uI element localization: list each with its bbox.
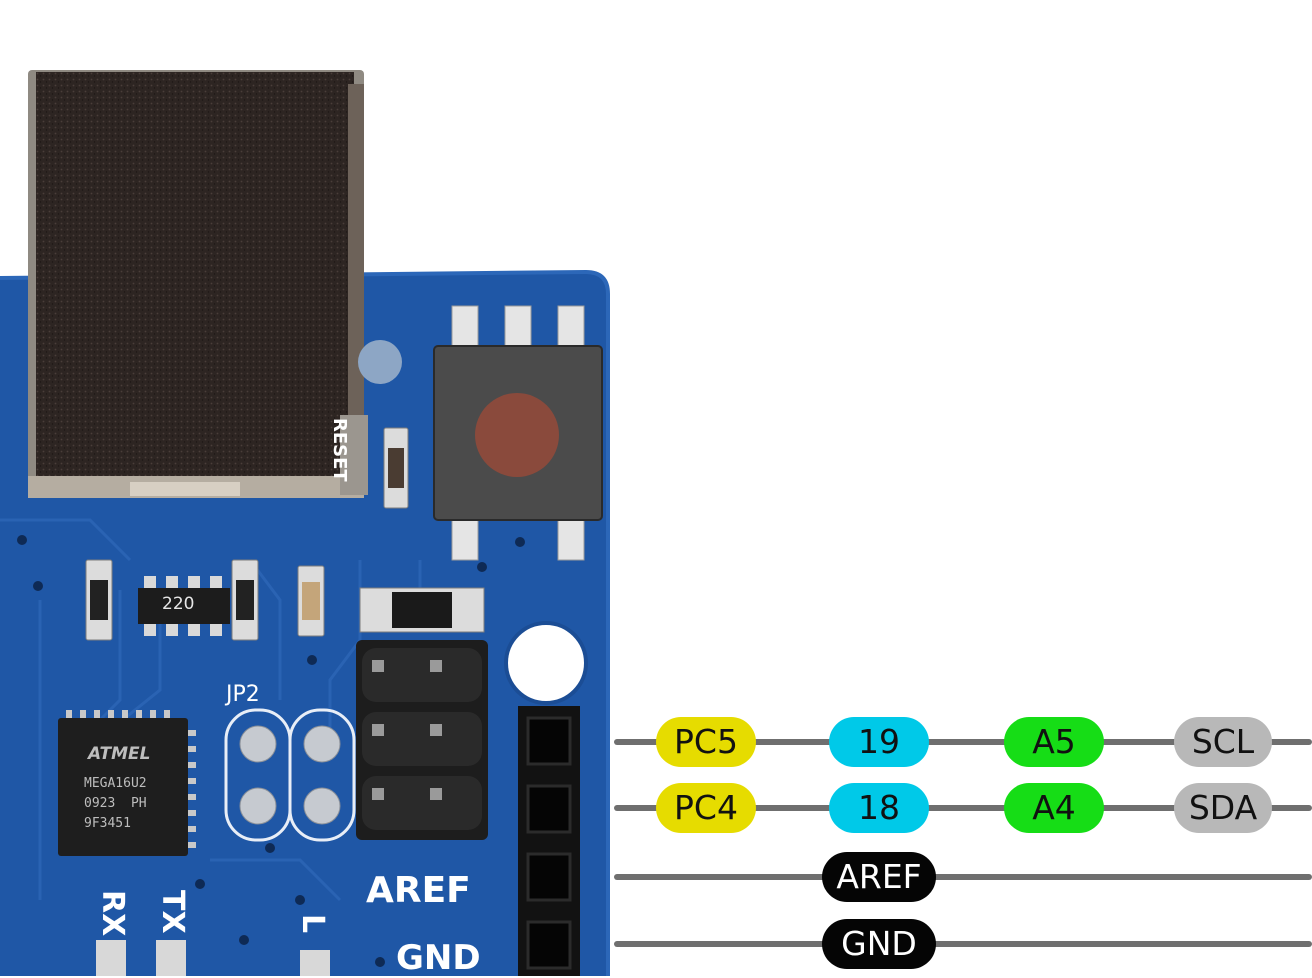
pin-row-line <box>614 941 1312 947</box>
female-pin-header <box>518 706 580 976</box>
silkscreen-led-l: L <box>295 914 330 934</box>
pin-label-analog: A4 <box>1004 783 1104 833</box>
chip-marking-2: 0923 PH <box>84 796 147 811</box>
pin-label-power: AREF <box>822 852 936 902</box>
pin-row-line <box>614 874 1312 880</box>
silkscreen-jp2: JP2 <box>226 682 260 707</box>
pin-label-comm: SCL <box>1174 717 1272 767</box>
pin-label-analog: A5 <box>1004 717 1104 767</box>
silkscreen-aref: AREF <box>366 870 471 911</box>
pin-label-comm: SDA <box>1174 783 1272 833</box>
chip-logo: ATMEL <box>88 744 151 764</box>
pin-label-power: GND <box>822 919 936 969</box>
pin-label-digital: 19 <box>829 717 929 767</box>
chip-marking-1: MEGA16U2 <box>84 776 147 791</box>
silkscreen-gnd: GND <box>396 938 481 978</box>
resistor-network-label: 220 <box>162 594 195 614</box>
pin-label-digital: 18 <box>829 783 929 833</box>
icsp-header <box>356 640 488 840</box>
silkscreen-rx: RX <box>95 890 130 937</box>
mega16u2-chip <box>58 718 188 856</box>
pin-label-port: PC4 <box>656 783 756 833</box>
silkscreen-tx: TX <box>155 890 190 934</box>
mounting-hole <box>504 621 588 705</box>
resistor-network <box>138 588 230 624</box>
pin-row-line <box>614 739 1312 745</box>
chip-marking-3: 9F3451 <box>84 816 131 831</box>
pcb-edge <box>0 269 610 976</box>
silkscreen-reset: RESET <box>329 418 350 482</box>
reset-button-cap <box>475 393 559 477</box>
pin-label-port: PC5 <box>656 717 756 767</box>
pin-row-line <box>614 805 1312 811</box>
